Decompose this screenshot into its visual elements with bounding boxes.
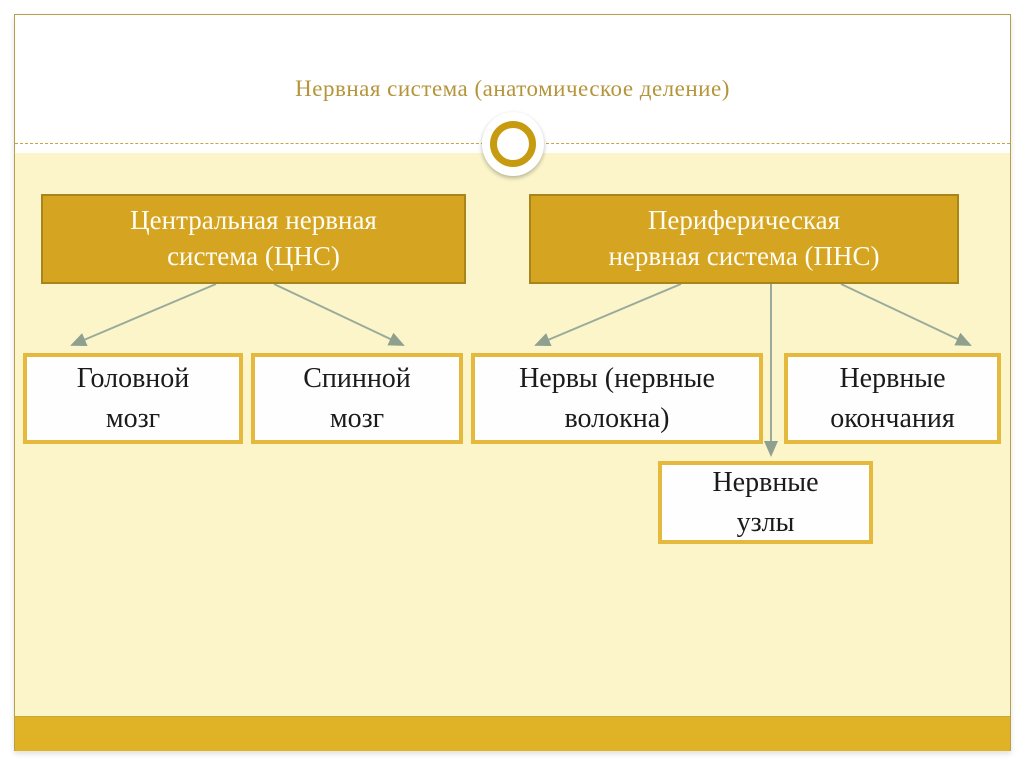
slide: Нервная система (анатомическое деление) … bbox=[14, 14, 1011, 751]
node-spinal: Спинной мозг bbox=[251, 353, 463, 444]
node-pns: Периферическая нервная система (ПНС) bbox=[529, 194, 959, 284]
node-ganglia: Нервные узлы bbox=[658, 461, 873, 544]
bottom-accent-bar bbox=[15, 716, 1010, 751]
node-nerves-label: Нервы (нервные волокна) bbox=[519, 363, 715, 434]
node-pns-label: Периферическая нервная система (ПНС) bbox=[608, 205, 880, 271]
node-cns-label: Центральная нервная система (ЦНС) bbox=[130, 205, 377, 271]
node-brain: Головной мозг bbox=[23, 353, 243, 444]
node-spinal-label: Спинной мозг bbox=[303, 363, 411, 434]
slide-title: Нервная система (анатомическое деление) bbox=[295, 76, 730, 101]
circle-ornament bbox=[482, 112, 544, 176]
node-ganglia-label: Нервные узлы bbox=[712, 467, 819, 538]
node-nerves: Нервы (нервные волокна) bbox=[471, 353, 763, 444]
node-brain-label: Головной мозг bbox=[76, 363, 190, 434]
node-cns: Центральная нервная система (ЦНС) bbox=[41, 194, 466, 284]
circle-ring-icon bbox=[490, 121, 536, 167]
node-endings-label: Нервные окончания bbox=[830, 363, 955, 434]
node-endings: Нервные окончания bbox=[784, 353, 1001, 444]
